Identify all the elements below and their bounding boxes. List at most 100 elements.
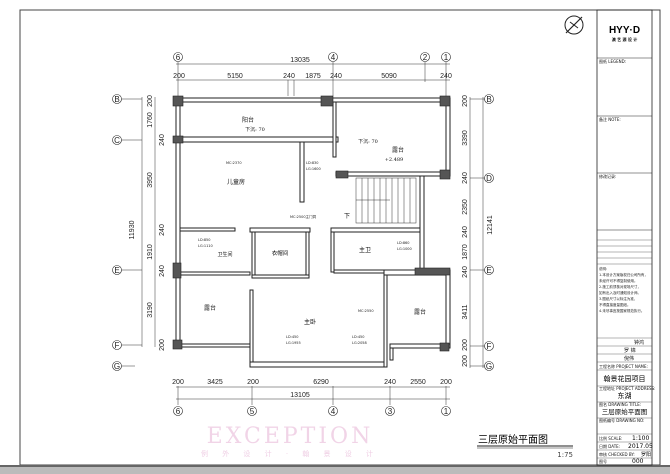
note: LG:1000 [397, 247, 412, 251]
logo-subtitle: 澳 艺 源 设 计 [612, 36, 638, 42]
watermark-subtitle: 例 外 设 计 · 翰 景 设 计 [201, 449, 379, 458]
room-master-bath: 主卫 [359, 246, 371, 254]
checked-value: 罗阳 [641, 451, 651, 458]
staircase [355, 177, 417, 224]
designer-name: 钟鸿 [634, 339, 644, 346]
no-label: 图号 [599, 458, 607, 464]
svg-text:如有出入及时通知设计师。: 如有出入及时通知设计师。 [599, 290, 641, 295]
note: LD:450 [352, 335, 365, 339]
axis-label: E [486, 266, 491, 275]
drawer-name: 罗 锦 [624, 347, 636, 354]
axis-label: 1 [444, 407, 449, 416]
room-kids: 儿童房 [227, 178, 245, 186]
note: MC:2370 [226, 161, 242, 165]
axis-label: 6 [176, 407, 181, 416]
dim: 200 [462, 339, 469, 351]
dim: 5150 [227, 73, 243, 80]
svg-text:未经许可不得复制使用。: 未经许可不得复制使用。 [599, 278, 638, 283]
axis-label: 6 [176, 53, 181, 62]
opening-notes: MC:2370 LD:830 LG:1600 MC:2500主门洞 LD:850… [198, 161, 412, 345]
axis-label: G [114, 362, 120, 371]
checked-label: 审核 CHECKED BY: [599, 451, 635, 457]
axis-label: B [486, 95, 491, 104]
room-closet: 衣帽间 [272, 249, 289, 257]
note: LG:1600 [306, 167, 321, 171]
dim: 3390 [462, 130, 469, 146]
dim: 240 [462, 226, 469, 238]
note: LG:2058 [352, 341, 367, 345]
room-balcony-top: 阳台 [242, 116, 254, 124]
note: LD:450 [286, 335, 299, 339]
stair-down-label: 下 [344, 213, 350, 220]
dim: 200 [159, 339, 166, 351]
room-bathroom: 卫生间 [217, 251, 232, 258]
svg-text:4.未尽事宜按国家规范执行。: 4.未尽事宜按国家规范执行。 [599, 308, 644, 313]
project-label: 工程名称 PROJECT NAME: [599, 363, 648, 369]
left-dimensions: 11930 200 1760 240 3950 240 1910 240 319… [112, 94, 166, 371]
drawing-title-label: 图名 DRAWING TITLE: [599, 401, 641, 407]
note: MC:2500主门洞 [290, 214, 317, 219]
room-terrace-top: 露台 [392, 146, 404, 154]
project-area: 东湖 [618, 391, 632, 400]
axis-label: 5 [250, 407, 255, 416]
dim: 1910 [147, 244, 154, 260]
dim: 200 [172, 379, 184, 386]
top-axis-markers: 6 4 2 1 [173, 52, 451, 62]
note: LD:830 [306, 161, 319, 165]
dim: 1870 [462, 244, 469, 260]
walls [175, 97, 451, 368]
dim: 2350 [462, 199, 469, 215]
scale-label: 比例 SCALE: [599, 435, 622, 441]
drawing-no-label: 图纸编号 DRAWING NO: [599, 417, 644, 423]
note: LG:1110 [198, 244, 213, 248]
reviewer-name: 倪伟 [624, 355, 634, 362]
legend-label: 图纸 LEGEND: [599, 58, 626, 64]
dim: 200 [147, 95, 154, 107]
right-dimensions: 12141 200 3390 240 2350 240 1870 240 341… [462, 94, 494, 371]
area-label: 工程地址 PROJECT ADDRESS: [599, 385, 655, 391]
axis-label: 4 [331, 407, 336, 416]
room-master-bed: 主卧 [304, 318, 316, 326]
dim: 200 [462, 95, 469, 107]
dim: 200 [247, 379, 259, 386]
dim: 240 [384, 379, 396, 386]
dim: 200 [173, 73, 185, 80]
svg-text:3.图纸尺寸以标注为准，: 3.图纸尺寸以标注为准， [599, 296, 637, 301]
left-axis-markers: B C E F G [112, 94, 142, 371]
revision-label: 修改记录: [599, 173, 616, 179]
north-arrow-icon [564, 15, 584, 35]
room-terrace-right: 露台 [414, 308, 426, 316]
svg-text:说明:: 说明: [599, 266, 607, 271]
dim: 240 [330, 73, 342, 80]
date-label: 日期 DATE: [599, 443, 620, 449]
dim: 1875 [305, 73, 321, 80]
dim: 240 [159, 224, 166, 236]
dim: 3425 [207, 379, 223, 386]
top-total-dim: 13035 [290, 57, 310, 64]
room-terrace-left: 露台 [204, 304, 216, 312]
room-labels: 阳台 下沉: 70 下沉: 70 露台 +2.489 儿童房 卫生间 衣帽间 主… [204, 116, 426, 326]
bottom-total-dim: 13105 [290, 392, 310, 399]
bottom-dimensions: 13105 200 3425 200 6290 240 2550 200 6 5… [172, 379, 452, 416]
dim: 240 [283, 73, 295, 80]
axis-label: E [114, 266, 119, 275]
logo: HYY·D [609, 25, 640, 36]
axis-label: C [114, 136, 120, 145]
dim: 200 [462, 355, 469, 367]
project-name: 翰景花园项目 [604, 374, 646, 383]
drawing-title: 三层原始平面图 [602, 407, 648, 416]
terrace-top-note: 下沉: 70 [358, 138, 378, 145]
terrace-level: +2.489 [385, 157, 404, 163]
dim: 240 [159, 265, 166, 277]
left-total-dim: 11930 [129, 220, 136, 239]
note: MC:2550 [358, 309, 374, 313]
axis-label: 4 [331, 53, 336, 62]
dim: 2550 [410, 379, 426, 386]
dim: 1760 [147, 112, 154, 128]
dim: 240 [159, 134, 166, 146]
dim: 200 [440, 379, 452, 386]
axis-label: G [486, 362, 492, 371]
right-axis-markers: B D E F G [470, 94, 494, 371]
no-value: 000 [632, 458, 644, 465]
